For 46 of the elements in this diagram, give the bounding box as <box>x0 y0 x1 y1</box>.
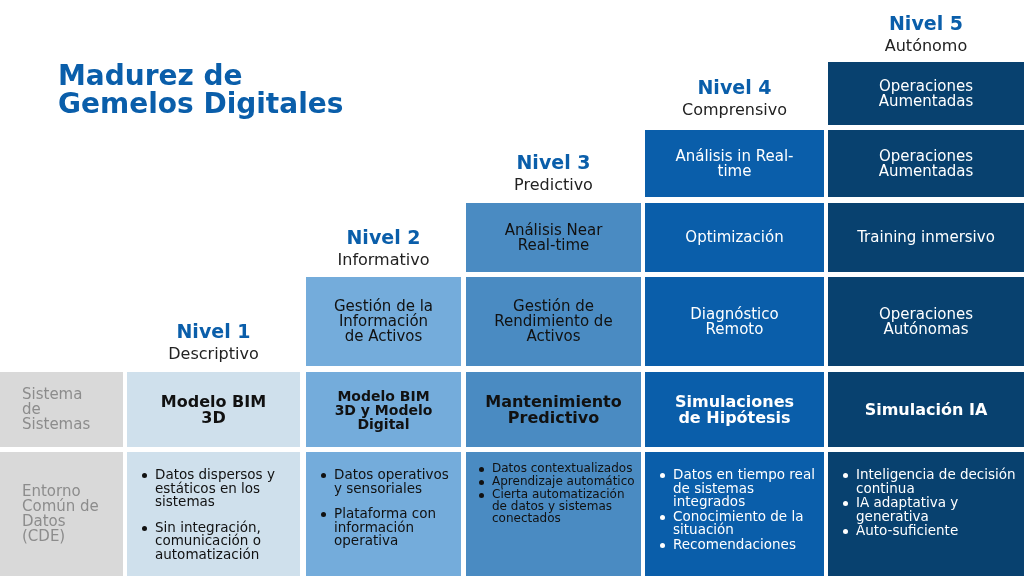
bullet-item: Sin integración, comunicación o automatización <box>155 520 294 561</box>
table-cell: Optimización <box>645 203 824 272</box>
table-cell <box>306 452 461 576</box>
table-cell: Simulaciones de Hipótesis <box>645 372 824 447</box>
table-cell <box>466 452 641 576</box>
bullet-item: Recomendaciones <box>673 537 818 551</box>
table-cell: Training inmersivo <box>828 203 1024 272</box>
table-cell: Sistema de Sistemas <box>0 372 123 447</box>
table-cell: Modelo BIM 3D <box>127 372 300 447</box>
table-cell: Análisis Near Real-time <box>466 203 641 272</box>
bullet-item: Datos en tiempo real de sistemas integrados <box>673 468 818 509</box>
table-cell <box>828 452 1024 576</box>
bullet-item: Conocimiento de la situación <box>673 509 818 537</box>
table-cell: Entorno Común de Datos (CDE) <box>0 452 123 576</box>
table-cell: Operaciones Aumentadas <box>828 62 1024 125</box>
table-cell: Gestión de Rendimiento de Activos <box>466 277 641 366</box>
level-subtitle: Comprensivo <box>681 100 788 119</box>
bullet-item: Datos contextualizados <box>492 462 635 474</box>
level-subtitle: Autónomo <box>883 36 969 55</box>
bullet-item: Cierta automatización de datos y sistemas conectados <box>492 488 635 524</box>
level-heading: Nivel 5 <box>887 12 964 34</box>
bullet-item: Aprendizaje automático <box>492 475 635 487</box>
table-cell: Gestión de la Información de Activos <box>306 277 461 366</box>
table-cell <box>645 452 824 576</box>
title: Madurez de Gemelos Digitales <box>58 62 345 118</box>
level-subtitle: Informativo <box>336 250 431 269</box>
table-cell: Mantenimiento Predictivo <box>466 372 641 447</box>
bullet-item: Datos operativos y sensoriales <box>334 468 455 495</box>
table-cell: Análisis in Real-time <box>645 130 824 197</box>
table-cell: Modelo BIM 3D y Modelo Digital <box>306 372 461 447</box>
table-cell: Diagnóstico Remoto <box>645 277 824 366</box>
bullet-item: Datos dispersos y estáticos en los sistemas <box>155 468 294 509</box>
bullet-item: Inteligencia de decisión continua <box>856 468 1018 495</box>
level-heading: Nivel 4 <box>696 76 773 98</box>
table-cell: Operaciones Aumentadas <box>828 130 1024 197</box>
level-heading: Nivel 1 <box>175 320 252 342</box>
level-heading: Nivel 2 <box>345 226 422 248</box>
level-subtitle: Descriptivo <box>167 344 260 363</box>
table-cell <box>127 452 300 576</box>
level-heading: Nivel 3 <box>515 151 592 173</box>
bullet-item: Plataforma con información operativa <box>334 507 455 548</box>
table-cell: Operaciones Autónomas <box>828 277 1024 366</box>
table-cell: Simulación IA <box>828 372 1024 447</box>
level-subtitle: Predictivo <box>513 175 594 194</box>
bullet-item: IA adaptativa y generativa <box>856 496 1018 523</box>
bullet-item: Auto-suficiente <box>856 524 1018 538</box>
